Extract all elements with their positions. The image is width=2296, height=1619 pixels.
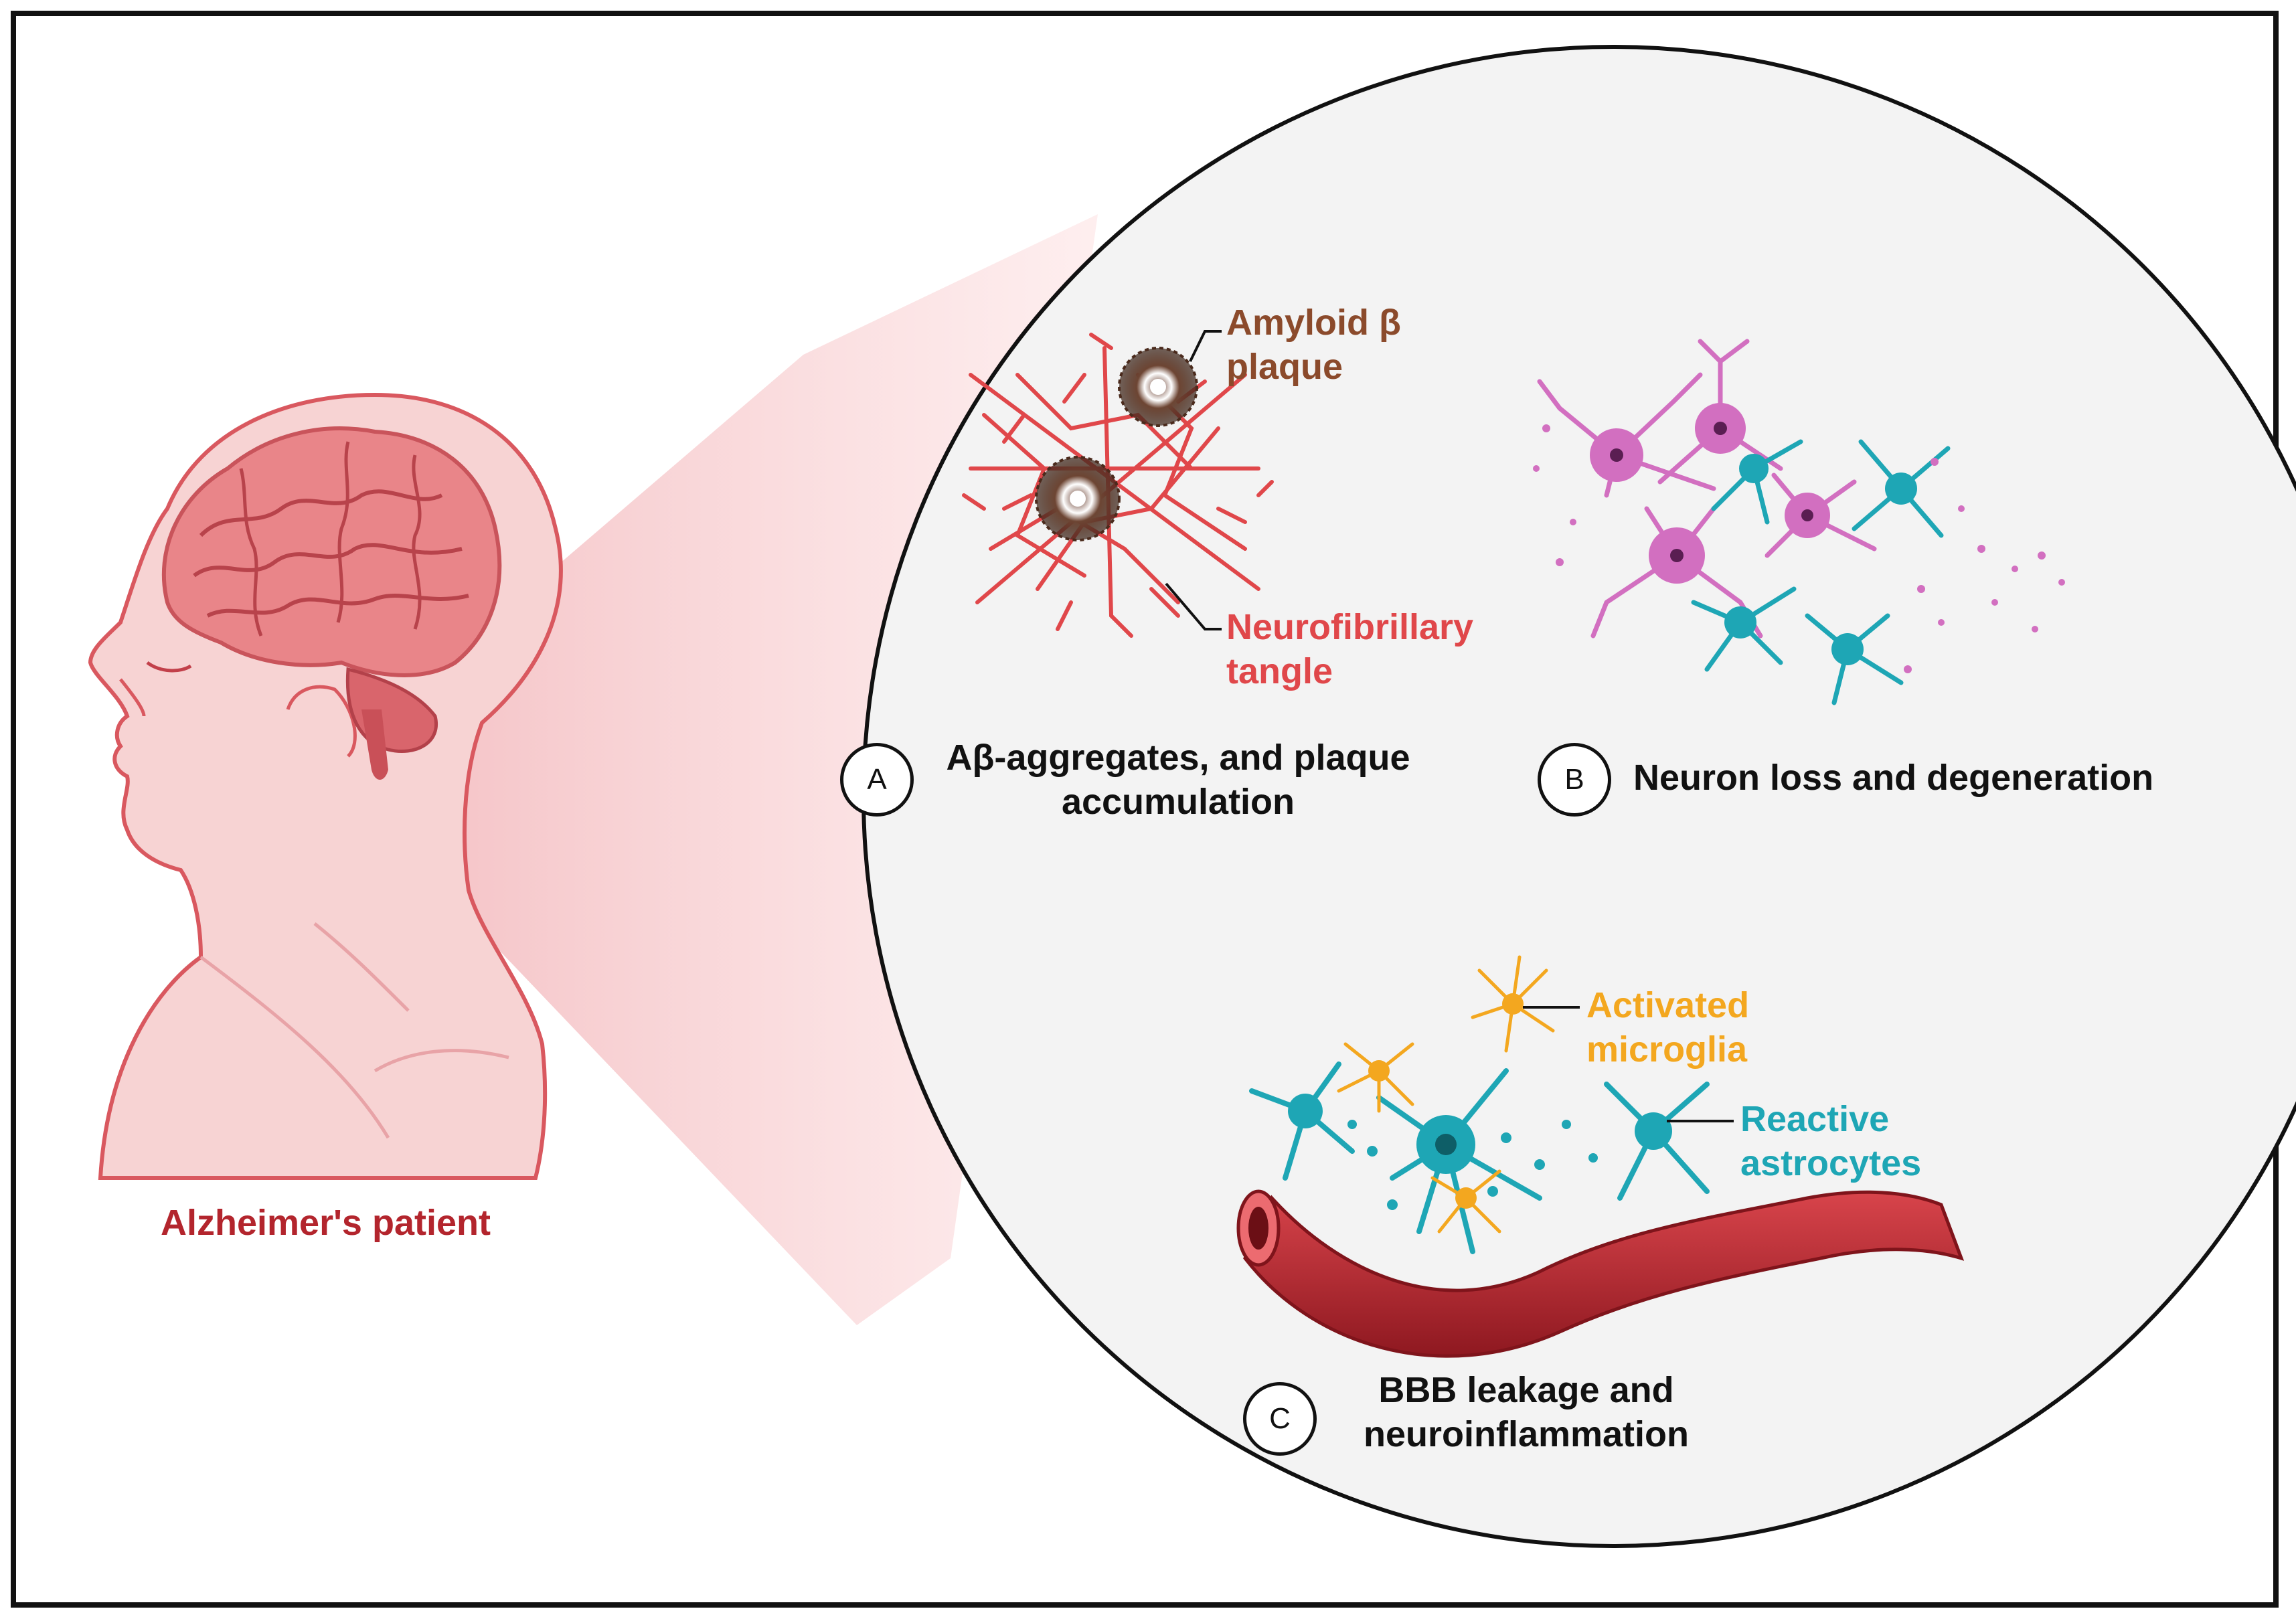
neuron-degeneration-illustration (1533, 339, 2065, 705)
tangle-callout: Neurofibrillary tangle (1226, 606, 1473, 694)
astrocyte-callout-line1: Reactive (1740, 1099, 1890, 1139)
neurofibrillary-tangle-illustration (962, 333, 1274, 638)
microglia-callout: Activated microglia (1586, 984, 1749, 1072)
panel-c-caption-line2: neuroinflammation (1363, 1414, 1690, 1454)
tangle-callout-line2: tangle (1226, 651, 1333, 691)
microglia-callout-line1: Activated (1586, 985, 1750, 1025)
panel-b-caption: Neuron loss and degeneration (1633, 758, 2154, 798)
amyloid-callout: Amyloid β plaque (1226, 301, 1401, 390)
brain-illustration (161, 426, 502, 780)
panel-b-badge: B (1538, 743, 1611, 817)
panel-a-badge: A (840, 743, 914, 817)
blood-vessel-illustration (1236, 1189, 1965, 1358)
microglia-callout-line2: microglia (1586, 1029, 1748, 1070)
amyloid-callout-line2: plaque (1226, 346, 1343, 387)
astrocyte-callout-line2: astrocytes (1740, 1142, 1922, 1183)
astrocyte-callout: Reactive astrocytes (1740, 1098, 1921, 1186)
activated-microglia-illustration (1337, 955, 1555, 1233)
patient-label: Alzheimer's patient (161, 1203, 491, 1243)
panel-c-caption: BBB leakage and neuroinflammation (1325, 1369, 1727, 1457)
tangle-callout-line1: Neurofibrillary (1226, 607, 1474, 647)
panel-a-caption-line1: Aβ-aggregates, and plaque (946, 738, 1410, 778)
reactive-astrocytes-illustration (1249, 1061, 1710, 1254)
panel-c-badge: C (1243, 1382, 1317, 1456)
panel-a-caption: Aβ-aggregates, and plaque accumulation (910, 736, 1446, 825)
amyloid-callout-line1: Amyloid β (1226, 303, 1401, 343)
tangle-leader-line (1165, 582, 1222, 630)
amyloid-beta-plaques (1035, 347, 1198, 541)
panel-c-caption-line1: BBB leakage and (1378, 1370, 1674, 1410)
panel-a-caption-line2: accumulation (1061, 781, 1295, 822)
amyloid-leader-line (1189, 330, 1222, 362)
